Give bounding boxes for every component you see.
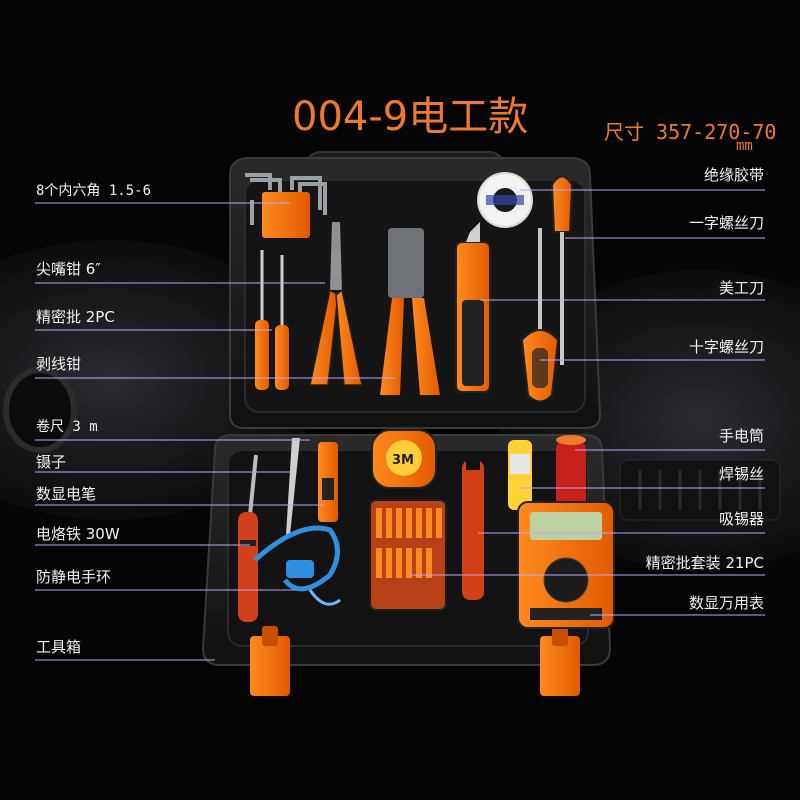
digital-test-pen <box>318 442 338 522</box>
precision-driver-set <box>369 499 447 611</box>
label-needle-nose-pliers: 尖嘴钳 6″ <box>36 260 101 278</box>
label-slotted-screwdriver: 一字螺丝刀 <box>688 214 764 232</box>
label-wristband: 防静电手环 <box>36 568 112 586</box>
label-tool-case: 工具箱 <box>36 638 82 656</box>
label-tape-measure: 卷尺 3 m <box>36 419 98 435</box>
label-wire-stripper: 剥线钳 <box>36 355 82 373</box>
label-tweezers: 镊子 <box>36 453 67 471</box>
size-label: 尺寸 357-270-70 <box>604 120 777 144</box>
label-desoldering-pump: 吸锡器 <box>718 510 764 528</box>
utility-knife <box>455 222 491 393</box>
tape-measure: 3M <box>371 429 437 489</box>
flashlight <box>556 435 586 510</box>
label-driver-set: 精密批套装 21PC <box>645 554 764 572</box>
label-phillips-screwdriver: 十字螺丝刀 <box>688 338 764 356</box>
tweezers <box>286 438 300 535</box>
precision-screwdrivers <box>255 250 289 390</box>
leader-lines <box>35 189 765 661</box>
phillips-screwdriver <box>520 228 560 403</box>
wire-stripper <box>380 228 440 395</box>
size-unit: mm <box>736 138 753 154</box>
label-hex-keys: 8个内六角 1.5-6 <box>36 183 152 199</box>
product-title: 004-9电工款 <box>292 94 529 140</box>
label-solder-wire: 焊锡丝 <box>718 465 764 483</box>
label-soldering-iron: 电烙铁 30W <box>36 525 120 543</box>
tape-measure-mark: 3M <box>392 453 414 468</box>
label-multimeter: 数显万用表 <box>688 594 764 612</box>
insulating-tape <box>477 172 533 228</box>
label-utility-knife: 美工刀 <box>718 279 764 297</box>
label-precision-screwdriver: 精密批 2PC <box>36 308 115 326</box>
desoldering-pump <box>462 460 484 600</box>
digital-multimeter <box>517 501 615 629</box>
anti-static-wristband <box>253 525 341 606</box>
needle-nose-pliers <box>309 222 363 386</box>
solder-wire <box>508 440 532 510</box>
label-test-pen: 数显电笔 <box>36 485 97 503</box>
label-insulating-tape: 绝缘胶带 <box>703 166 764 184</box>
label-flashlight: 手电筒 <box>718 427 764 445</box>
